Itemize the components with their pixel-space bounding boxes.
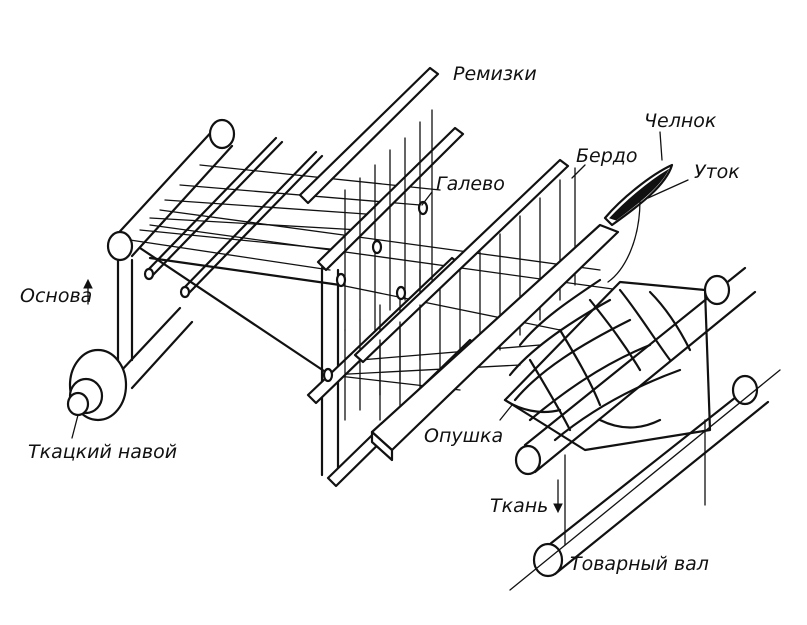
fell-leader <box>499 404 513 421</box>
shuttle <box>603 163 674 227</box>
warp-beam-leader <box>71 414 79 439</box>
heddle-eye-leader <box>421 191 433 206</box>
weft-leader <box>647 179 689 199</box>
reed-leader <box>571 164 586 179</box>
reed <box>353 158 620 462</box>
warp-arrow <box>83 278 93 305</box>
cloth-arrow <box>553 479 563 514</box>
label-heddle-eye: Галево <box>436 173 505 195</box>
label-reed: Бердо <box>576 145 638 167</box>
cloth-beam <box>509 369 781 591</box>
warp-beam <box>66 118 236 422</box>
weft-thread <box>607 199 641 283</box>
breast-beam <box>514 266 757 476</box>
label-shuttle: Челнок <box>644 110 717 132</box>
label-cloth-beam: Товарный вал <box>570 553 709 575</box>
label-weft: Уток <box>694 161 740 183</box>
shuttle-leader <box>659 131 663 161</box>
label-warp: Основа <box>20 285 92 307</box>
label-heddles: Ремизки <box>453 63 537 85</box>
label-fell: Опушка <box>424 425 503 447</box>
back-rods <box>143 136 324 299</box>
label-warp-beam: Ткацкий навой <box>28 441 177 463</box>
label-cloth: Ткань <box>490 495 548 517</box>
